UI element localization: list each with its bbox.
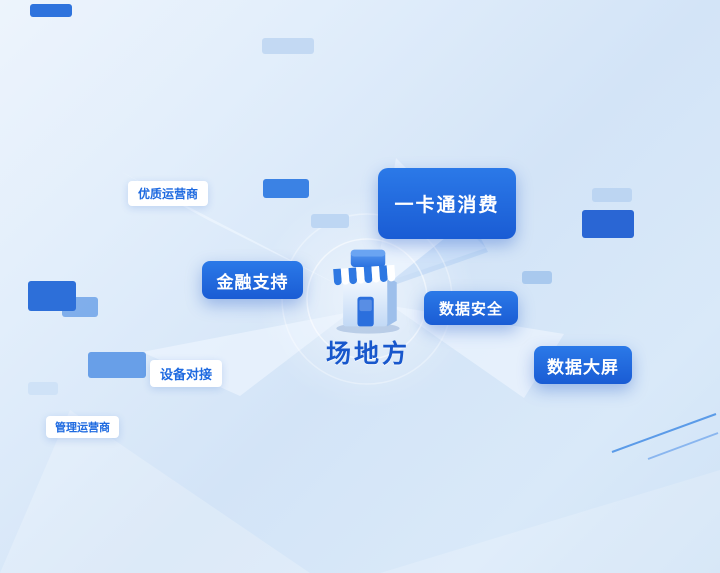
node-premium-operator-label: 优质运营商 xyxy=(138,187,199,201)
storefront-icon xyxy=(333,249,400,334)
node-finance-support-label: 金融支持 xyxy=(216,272,289,293)
node-premium-operator[interactable]: 优质运营商 xyxy=(128,181,209,206)
center-hub-label: 场地方 xyxy=(325,339,410,368)
decor-rect xyxy=(311,214,349,228)
node-data-screen[interactable]: 数据大屏 xyxy=(534,346,632,384)
decor-rect xyxy=(28,382,58,395)
decor-rect xyxy=(28,281,76,311)
node-card-consume[interactable]: 一卡通消费 xyxy=(378,168,516,239)
decor-rect xyxy=(522,271,552,284)
decor-rect xyxy=(592,188,632,202)
decor-rect xyxy=(582,210,634,238)
decor-rect xyxy=(88,352,146,378)
node-manage-operator[interactable]: 管理运营商 xyxy=(46,416,119,438)
node-manage-operator-label: 管理运营商 xyxy=(55,421,110,434)
decor-rect xyxy=(262,38,314,54)
node-finance-support[interactable]: 金融支持 xyxy=(202,261,303,299)
decor-rect xyxy=(263,179,309,198)
node-data-security-label: 数据安全 xyxy=(438,299,503,318)
decor-rect xyxy=(30,4,72,17)
node-device-dock-label: 设备对接 xyxy=(160,368,213,383)
node-data-screen-label: 数据大屏 xyxy=(547,357,619,378)
node-device-dock[interactable]: 设备对接 xyxy=(150,360,223,387)
node-card-consume-label: 一卡通消费 xyxy=(394,194,500,216)
node-data-security[interactable]: 数据安全 xyxy=(424,291,518,325)
